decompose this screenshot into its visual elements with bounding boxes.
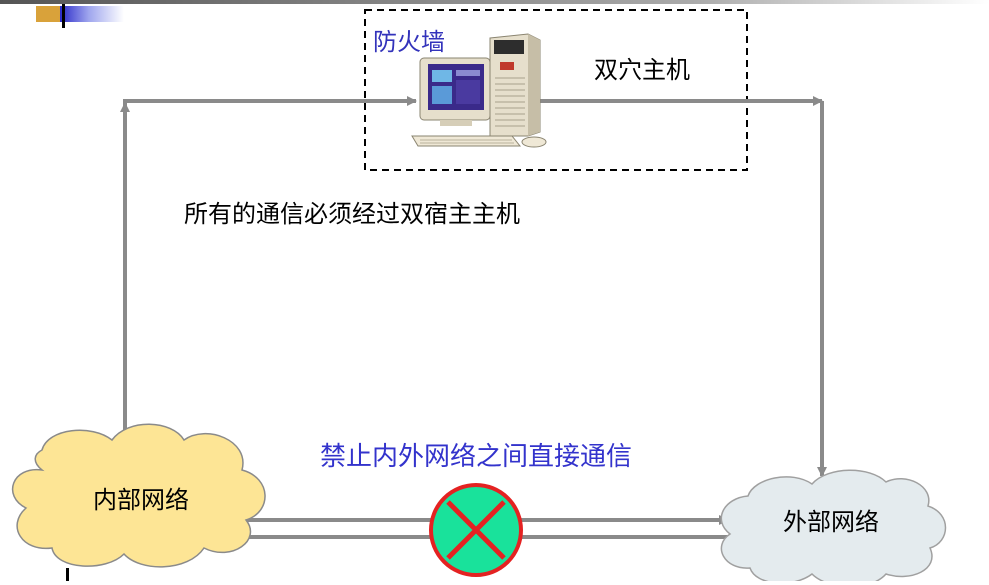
forbid-direct-note: 禁止内外网络之间直接通信 xyxy=(320,442,633,472)
internal-network-label: 内部网络 xyxy=(93,486,189,514)
internal-network-cloud xyxy=(11,423,266,568)
desktop-computer-icon xyxy=(411,33,547,148)
external-network-cloud xyxy=(720,469,947,585)
firewall-label: 防火墙 xyxy=(373,28,445,56)
firewall-boundary xyxy=(364,9,748,171)
external-network-label: 外部网络 xyxy=(783,508,879,536)
dual-homed-host-label: 双穴主机 xyxy=(594,56,690,84)
traffic-arrows xyxy=(120,96,827,542)
prohibited-icon xyxy=(429,483,523,577)
all-traffic-note: 所有的通信必须经过双宿主主机 xyxy=(184,200,520,228)
